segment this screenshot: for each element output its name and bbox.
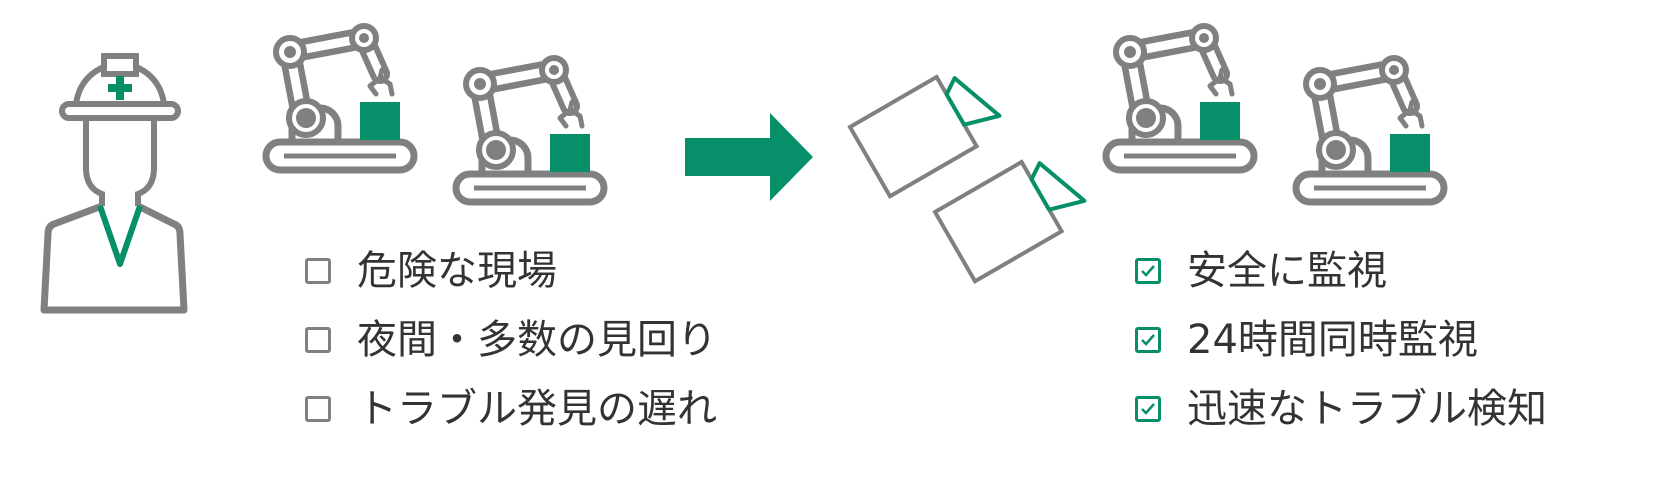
robot-arm-conveyor-icon bbox=[1292, 56, 1452, 211]
checkbox-icon bbox=[305, 326, 331, 353]
worker-with-helmet-icon bbox=[40, 53, 188, 314]
list-item: トラブル発見の遅れ bbox=[305, 374, 717, 443]
after-benefits-list: 安全に監視 24時間同時監視 迅速なトラブル検知 bbox=[1135, 236, 1547, 443]
checkbox-icon bbox=[1135, 395, 1161, 422]
issue-label: トラブル発見の遅れ bbox=[357, 385, 717, 432]
benefit-label: 安全に監視 bbox=[1187, 247, 1387, 294]
list-item: 迅速なトラブル検知 bbox=[1135, 374, 1547, 443]
checkbox-icon bbox=[305, 395, 331, 422]
before-issues-list: 危険な現場 夜間・多数の見回り トラブル発見の遅れ bbox=[305, 236, 717, 443]
robot-arm-conveyor-icon bbox=[262, 24, 422, 179]
checkmark-icon bbox=[1141, 402, 1155, 415]
list-item: 夜間・多数の見回り bbox=[305, 305, 717, 374]
right-arrow-icon bbox=[685, 113, 813, 201]
list-item: 安全に監視 bbox=[1135, 236, 1547, 305]
checkbox-icon bbox=[1135, 326, 1161, 353]
list-item: 24時間同時監視 bbox=[1135, 305, 1547, 374]
checkmark-icon bbox=[1141, 333, 1155, 346]
checkbox-icon bbox=[1135, 257, 1161, 284]
checkmark-icon bbox=[1141, 264, 1155, 277]
issue-label: 危険な現場 bbox=[357, 247, 557, 294]
benefit-label: 迅速なトラブル検知 bbox=[1187, 385, 1547, 432]
robot-arm-conveyor-icon bbox=[452, 56, 612, 211]
checkbox-icon bbox=[305, 257, 331, 284]
surveillance-camera-icon bbox=[933, 142, 1094, 284]
benefit-label: 24時間同時監視 bbox=[1187, 316, 1478, 363]
list-item: 危険な現場 bbox=[305, 236, 717, 305]
robot-arm-conveyor-icon bbox=[1102, 24, 1262, 179]
issue-label: 夜間・多数の見回り bbox=[357, 316, 717, 363]
